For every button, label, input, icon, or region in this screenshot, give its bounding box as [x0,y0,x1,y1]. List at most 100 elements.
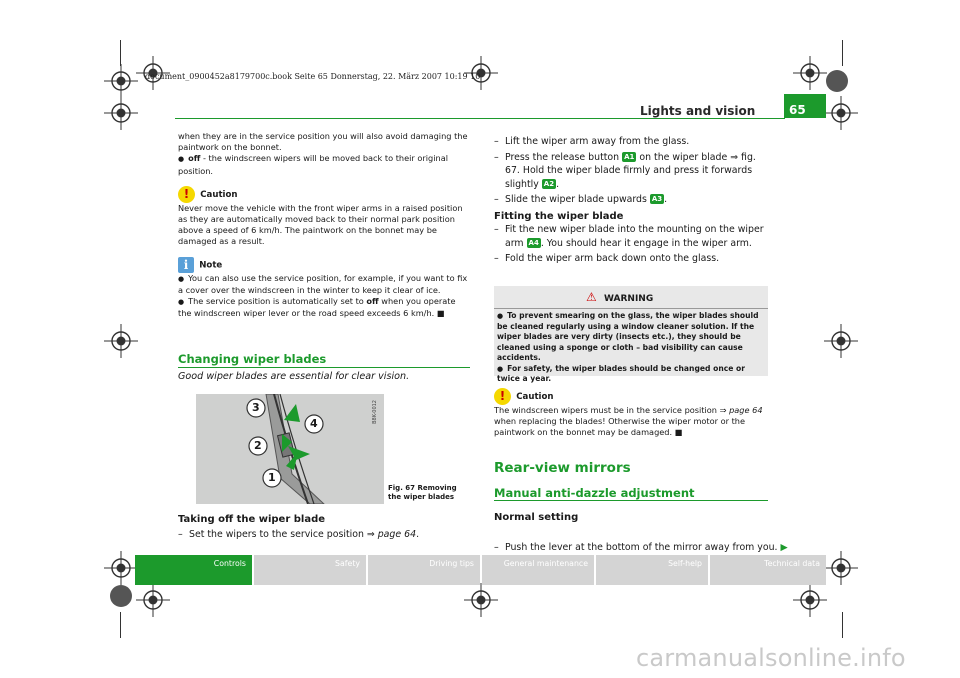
note-title: Note [199,260,223,271]
crop-line [842,612,843,638]
warning-title: WARNING [604,294,654,304]
tab-driving-tips[interactable]: Driving tips [368,555,480,585]
registration-mark [104,324,138,358]
warning-box: ⚠ WARNING To prevent smearing on the gla… [494,286,768,383]
tab-driving-tips-label: Driving tips [429,559,474,568]
step-slide-text: Slide the wiper blade upwards [505,194,650,205]
end-mark-icon: ■ [436,308,445,319]
step-lift-text: Lift the wiper arm away from the glass. [505,136,690,147]
off-bullet-text: - the windscreen wipers will be moved ba… [178,153,448,176]
intro-text: when they are in the service position yo… [178,131,468,153]
note-2-part-a: The service position is automatically se… [188,296,367,307]
step-fold-arm: –Fold the wiper arm back down onto the g… [494,253,720,264]
step-service-position: –Set the wipers to the service position … [178,529,420,540]
rear-view-mirrors-heading: Rear-view mirrors [494,460,631,476]
right-steps: –Lift the wiper arm away from the glass.… [494,135,768,266]
note-bullet-1: You can also use the service position, f… [178,273,470,296]
registration-mark [136,56,170,90]
warning-body: To prevent smearing on the glass, the wi… [497,311,765,385]
registration-mark [824,551,858,585]
heading-rule [178,367,470,368]
anti-dazzle-heading: Manual anti-dazzle adjustment [494,486,695,500]
figure-label-2: 2 [254,439,262,452]
step-fit-blade: –Fit the new wiper blade into the mounti… [494,224,764,249]
step-slide-end: . [664,194,668,205]
page-64-link[interactable]: ⇒ page 64 [366,529,417,540]
left-column: when they are in the service position yo… [178,131,470,319]
crop-line [120,40,121,66]
section-subtitle: Good wiper blades are essential for clea… [178,371,410,382]
warning-bullet-1: To prevent smearing on the glass, the wi… [497,311,765,364]
registration-dot [826,70,848,92]
step-service-text: Set the wipers to the service position [189,529,367,540]
continue-arrow-icon: ▶ [780,541,788,553]
registration-mark [793,56,827,90]
step-fold-text: Fold the wiper arm back down onto the gl… [505,253,720,264]
registration-mark [824,324,858,358]
tab-self-help[interactable]: Self-help [596,555,708,585]
step-slide-up: –Slide the wiper blade upwards A3. [494,194,668,205]
right-caution: ! Caution The windscreen wipers must be … [494,388,768,439]
section-title: Lights and vision [640,104,756,118]
note-2-off: off [366,296,379,307]
registration-mark [464,583,498,617]
page-number-badge: 65 [784,94,826,118]
figure-label-4: 4 [310,417,318,430]
header-rule [175,118,785,119]
end-mark-icon: ■ [674,427,683,438]
info-icon: i [178,256,194,273]
caution-text-right: The windscreen wipers must be in the ser… [494,405,768,439]
wiper-illustration [246,394,325,504]
caution-text: Never move the vehicle with the front wi… [178,202,463,247]
ref-a2: A2 [541,178,557,189]
step-lift-arm: –Lift the wiper arm away from the glass. [494,136,690,147]
caution-icon: ! [178,185,195,203]
print-file-header: document_0900452a8179700c.book Seite 65 … [145,72,481,81]
step-fit-part-b: . You should hear it engage in the wiper… [540,237,752,249]
tab-technical-data-label: Technical data [764,559,820,568]
step-push-lever: –Push the lever at the bottom of the mir… [494,541,788,553]
step-press-end: . [556,178,560,190]
registration-mark [104,96,138,130]
tab-general-maintenance[interactable]: General maintenance [482,555,594,585]
registration-mark [136,583,170,617]
tab-technical-data[interactable]: Technical data [710,555,826,585]
registration-dot [110,585,132,607]
crop-line [842,40,843,66]
tab-controls[interactable]: Controls [135,555,252,585]
crop-line [120,612,121,638]
warning-bullet-2: For safety, the wiper blades should be c… [497,364,765,385]
caution-title-right: Caution [516,392,554,402]
step-press-part-b: on the wiper blade ⇒ fig. 67. Hold the w… [505,151,756,190]
registration-mark [824,96,858,130]
step-press-part-a: Press the release button [505,151,623,163]
registration-mark [793,583,827,617]
watermark: carmanualsonline.info [636,644,906,672]
warning-triangle-icon: ⚠ [586,290,597,304]
subheading-rule [494,500,768,501]
figure-code: B8K-0012 [372,400,378,424]
page-64-link-right[interactable]: ⇒ page 64 [719,405,763,415]
figure-label-3: 3 [252,401,260,414]
tab-general-maintenance-label: General maintenance [503,559,588,568]
normal-setting-heading: Normal setting [494,512,579,523]
fitting-heading: Fitting the wiper blade [494,210,624,222]
tab-safety[interactable]: Safety [254,555,366,585]
ref-a1: A1 [622,151,637,162]
ref-a3: A3 [649,194,665,204]
step-service-end: . [416,529,420,540]
tab-controls-label: Controls [213,559,246,568]
caution-header-right: ! Caution [494,388,768,405]
caution-title: Caution [200,189,238,200]
caution-header: ! Caution [178,185,470,203]
figure-label-1: 1 [268,471,276,484]
wiper-blade-figure: 3 2 4 1 B8K-0012 [196,394,384,504]
tab-self-help-label: Self-help [668,559,702,568]
taking-off-heading: Taking off the wiper blade [178,514,326,525]
note-header: i Note [178,256,470,273]
off-bullet: off - the windscreen wipers will be move… [178,153,470,176]
caution-right-part-a: The windscreen wipers must be in the ser… [494,405,720,415]
registration-mark [104,64,138,98]
off-keyword: off [188,153,201,164]
figure-caption: Fig. 67 Removing the wiper blades [388,484,457,501]
